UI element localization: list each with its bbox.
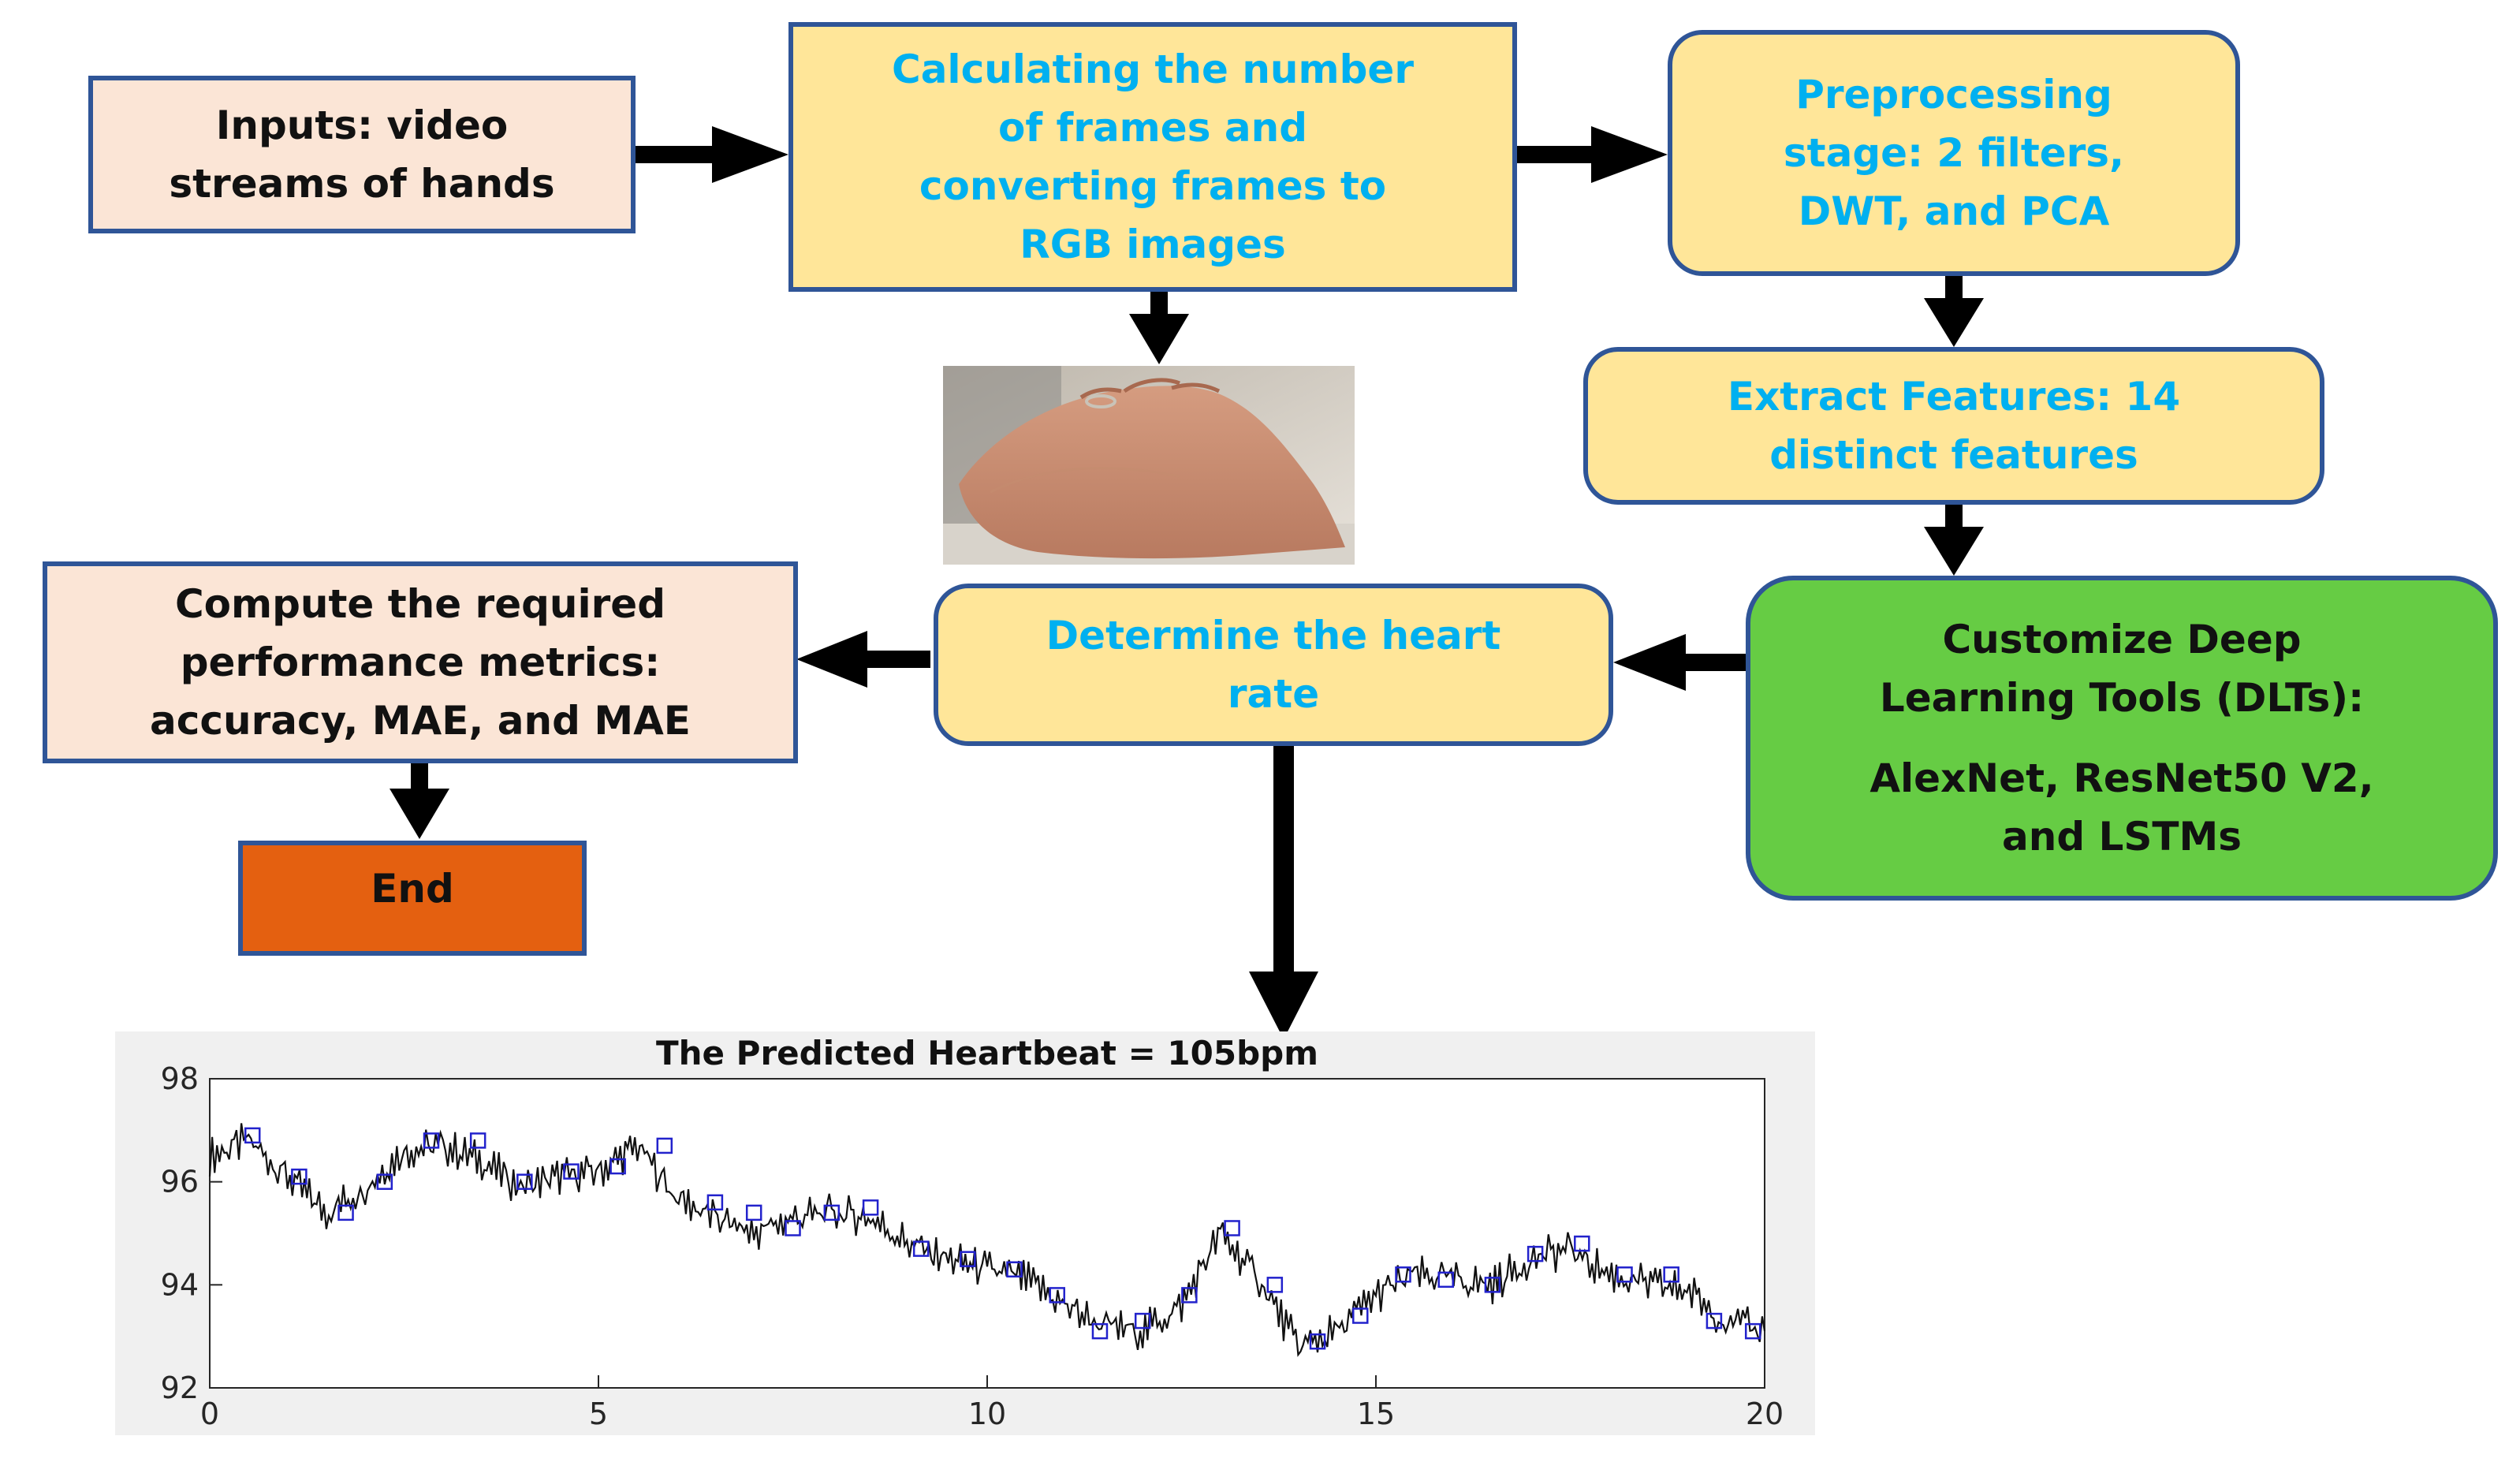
chart-line-layer — [208, 1123, 1766, 1357]
peak-marker — [1049, 1287, 1065, 1303]
features-line-1: Extract Features: 14 — [1727, 374, 2181, 420]
inputs-line-2: streams of hands — [169, 161, 555, 207]
end-label: End — [371, 866, 454, 912]
peak-marker — [244, 1127, 261, 1144]
peak-marker — [1705, 1312, 1723, 1330]
peak-marker — [1006, 1261, 1023, 1277]
chart-ticks: 0 5 10 15 20 92 94 96 98 — [161, 1061, 1784, 1431]
peak-marker — [337, 1204, 354, 1221]
peak-marker — [291, 1168, 308, 1185]
peak-marker — [862, 1199, 879, 1216]
x-tick-label: 15 — [1357, 1397, 1395, 1431]
metrics-box: Compute the required performance metrics… — [43, 561, 798, 763]
inputs-line-1: Inputs: video — [215, 103, 509, 148]
peak-marker — [1224, 1220, 1240, 1236]
inputs-box: Inputs: video streams of hands — [88, 76, 636, 233]
arrow-features-to-dlt — [1924, 505, 1984, 576]
heartbeat-chart-svg: The Predicted Heartbeat = 105bpm 0 5 10 15 2… — [115, 1031, 1815, 1435]
frames-box: Calculating the number of frames and con… — [788, 22, 1517, 292]
frames-line-3: converting frames to — [919, 163, 1387, 209]
arrow-heart-to-metrics — [796, 631, 930, 688]
peak-marker — [1484, 1277, 1501, 1293]
preprocess-line-3: DWT, and PCA — [1798, 188, 2110, 234]
peak-marker — [823, 1204, 841, 1221]
end-box: End — [238, 841, 587, 956]
peak-marker — [1181, 1287, 1198, 1303]
peak-marker — [516, 1173, 533, 1190]
dlt-line-4: and LSTMs — [2001, 814, 2242, 860]
frames-line-4: RGB images — [1020, 222, 1286, 267]
features-box: Extract Features: 14 distinct features — [1583, 347, 2324, 505]
peak-marker — [706, 1194, 724, 1211]
dlt-line-2: Learning Tools (DLTs): — [1879, 675, 2365, 721]
peak-marker — [1744, 1322, 1761, 1340]
dlt-line-1: Customize Deep — [1942, 617, 2302, 662]
peak-marker — [469, 1132, 486, 1149]
peak-marker — [745, 1204, 762, 1221]
metrics-line-1: Compute the required — [174, 581, 666, 627]
peak-marker — [563, 1163, 580, 1180]
peak-marker — [1437, 1271, 1454, 1289]
preprocess-line-1: Preprocessing — [1795, 72, 2112, 117]
y-tick-label: 94 — [161, 1267, 199, 1302]
peak-marker — [376, 1173, 393, 1190]
peak-marker — [656, 1137, 673, 1154]
chart-title: The Predicted Heartbeat = 105bpm — [656, 1034, 1318, 1072]
x-tick-label: 0 — [200, 1397, 219, 1431]
peak-marker — [1616, 1266, 1633, 1283]
metrics-line-3: accuracy, MAE, and MAE — [150, 698, 691, 744]
frames-line-2: of frames and — [998, 105, 1307, 151]
peak-marker — [912, 1240, 930, 1257]
x-tick-label: 10 — [968, 1397, 1006, 1431]
hand-photo — [943, 366, 1355, 565]
chart-markers — [244, 1127, 1761, 1350]
x-tick-label: 20 — [1746, 1397, 1784, 1431]
chart-plot-area — [209, 1078, 1765, 1389]
y-tick-label: 96 — [161, 1165, 199, 1199]
arrow-metrics-to-end — [390, 763, 449, 839]
peak-marker — [960, 1251, 976, 1267]
peak-marker — [1309, 1333, 1326, 1350]
peak-marker — [1527, 1245, 1544, 1262]
metrics-line-2: performance metrics: — [180, 640, 661, 685]
frames-line-1: Calculating the number — [892, 47, 1414, 92]
y-tick-label: 98 — [161, 1061, 199, 1096]
heartbeat-chart: The Predicted Heartbeat = 105bpm 0 5 10 15 2… — [115, 1031, 1815, 1435]
heartbeat-series-line — [208, 1123, 1766, 1357]
peak-marker — [1091, 1322, 1109, 1340]
heart-box: Determine the heart rate — [934, 584, 1613, 746]
peak-marker — [609, 1158, 626, 1175]
arrow-dlt-to-heart — [1613, 634, 1752, 691]
preprocess-box: Preprocessing stage: 2 filters, DWT, and… — [1668, 30, 2240, 276]
peak-marker — [423, 1132, 440, 1149]
heart-line-2: rate — [1227, 671, 1320, 717]
dlt-line-3: AlexNet, ResNet50 V2, — [1869, 755, 2374, 801]
peak-marker — [1663, 1266, 1679, 1283]
peak-marker — [1352, 1307, 1369, 1324]
arrow-inputs-to-frames — [636, 126, 788, 183]
x-tick-label: 5 — [589, 1397, 608, 1431]
arrow-frames-to-preprocess — [1517, 126, 1668, 183]
heart-line-1: Determine the heart — [1046, 613, 1501, 658]
dlt-box: Customize Deep Learning Tools (DLTs): Al… — [1746, 576, 2498, 901]
peak-marker — [1395, 1266, 1411, 1283]
peak-marker — [1574, 1235, 1590, 1252]
preprocess-line-2: stage: 2 filters, — [1783, 130, 2125, 176]
peak-marker — [1266, 1277, 1284, 1293]
arrow-frames-to-photo — [1129, 292, 1189, 364]
peak-marker — [785, 1220, 801, 1236]
peak-marker — [1134, 1312, 1151, 1330]
features-line-2: distinct features — [1769, 432, 2138, 478]
y-tick-label: 92 — [161, 1371, 199, 1405]
arrow-heart-to-chart — [1249, 746, 1318, 1039]
arrow-preprocess-to-features — [1924, 276, 1984, 347]
